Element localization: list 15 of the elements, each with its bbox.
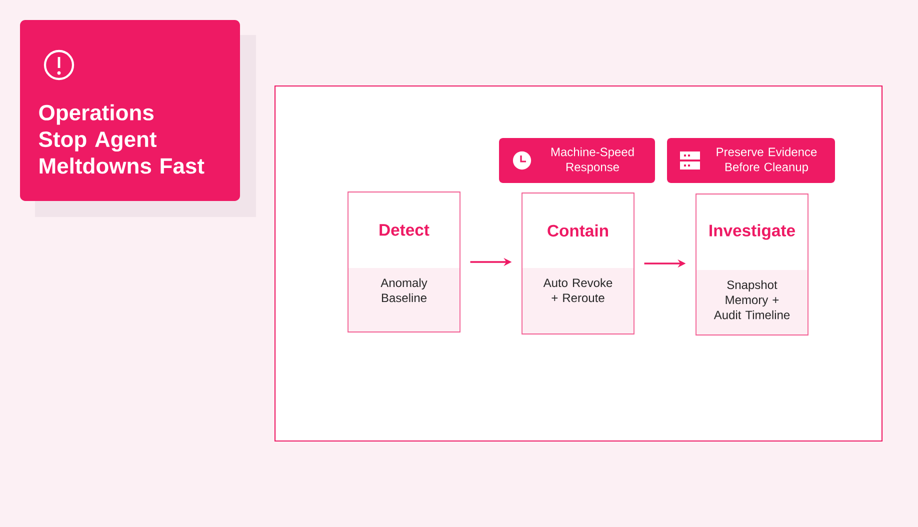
badge-text: Preserve Evidence Before Cleanup	[716, 147, 817, 174]
badge-text: Machine-Speed Response	[551, 147, 634, 174]
step-title: Contain	[548, 224, 608, 237]
step-title: Investigate	[710, 224, 795, 240]
step-description: Snapshot Memory + Audit Timeline	[714, 280, 790, 320]
step-card	[522, 192, 634, 334]
title-card	[20, 20, 240, 201]
step-card	[348, 192, 460, 332]
step-card	[696, 194, 808, 336]
card-title: Operations Stop Agent Meltdowns Fast	[38, 104, 204, 174]
step-description: Anomaly Baseline	[380, 278, 428, 302]
feature-badge	[499, 138, 655, 183]
step-title: Detect	[380, 224, 430, 236]
feature-badge	[667, 138, 835, 183]
step-description: Auto Revoke + Reroute	[543, 278, 612, 302]
